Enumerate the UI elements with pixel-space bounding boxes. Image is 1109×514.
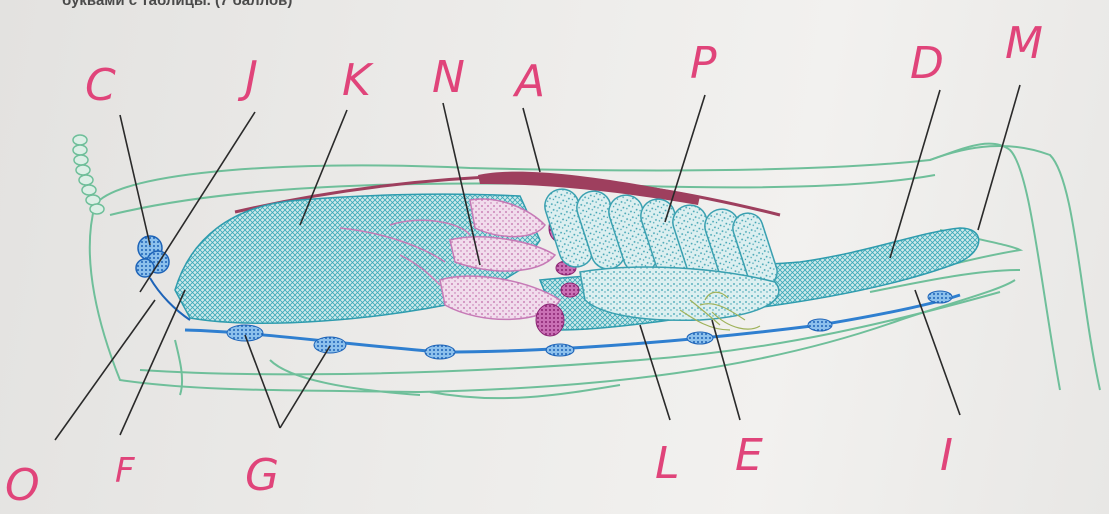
label-e: E bbox=[735, 430, 763, 481]
label-k: K bbox=[342, 55, 374, 106]
label-a: A bbox=[512, 56, 545, 107]
label-j: J bbox=[237, 52, 258, 103]
label-m: M bbox=[1005, 18, 1043, 69]
label-n: N bbox=[432, 52, 465, 103]
label-f: F bbox=[115, 451, 135, 491]
label-g: G bbox=[245, 450, 279, 501]
brain-ganglion bbox=[136, 236, 169, 277]
label-i: I bbox=[940, 430, 953, 481]
label-p: P bbox=[690, 38, 717, 89]
leader-line-l bbox=[640, 325, 670, 420]
label-c: C bbox=[85, 60, 116, 111]
leader-line-m bbox=[978, 85, 1020, 230]
label-d: D bbox=[910, 38, 944, 89]
label-o: O bbox=[5, 460, 40, 511]
leader-line-c bbox=[120, 115, 150, 245]
label-l: L bbox=[655, 438, 680, 489]
leader-line-f bbox=[120, 290, 185, 435]
antenna bbox=[73, 135, 104, 214]
leader-line-p bbox=[665, 95, 705, 222]
leader-line-a bbox=[523, 108, 540, 172]
leader-line-g1 bbox=[245, 335, 280, 428]
leader-line-g2 bbox=[280, 346, 330, 428]
